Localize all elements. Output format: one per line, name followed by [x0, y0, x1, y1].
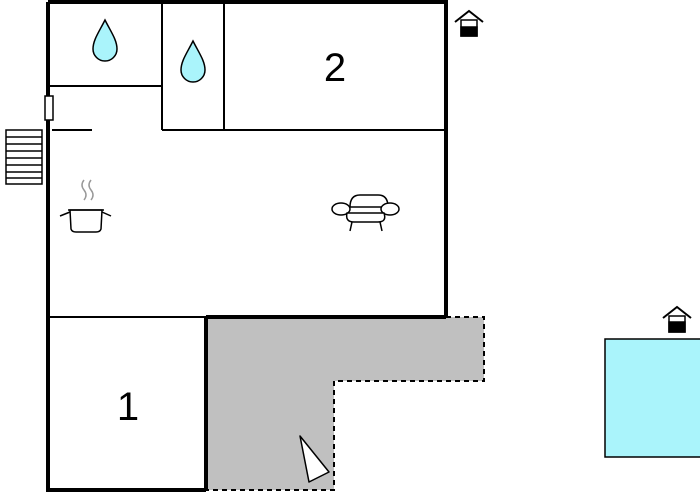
water-drop-icon: [180, 39, 206, 83]
sunshade-icon: [299, 435, 330, 483]
terrace: [206, 316, 485, 491]
room-label-2: 2: [324, 46, 346, 90]
water-drop-icon: [92, 18, 118, 62]
terrace-area: [206, 317, 484, 490]
window: [44, 95, 54, 121]
exterior-walls: [46, 0, 448, 492]
pool: [604, 338, 700, 458]
stairs-icon: [5, 129, 43, 185]
interior-walls: [48, 2, 446, 318]
cooking-pot-icon: [59, 179, 112, 233]
house-icon: [454, 9, 484, 37]
sofa-icon: [331, 194, 400, 232]
room-label-1: 1: [117, 385, 139, 429]
terrace-dashed-edge: [206, 316, 485, 491]
house-icon: [662, 305, 692, 333]
